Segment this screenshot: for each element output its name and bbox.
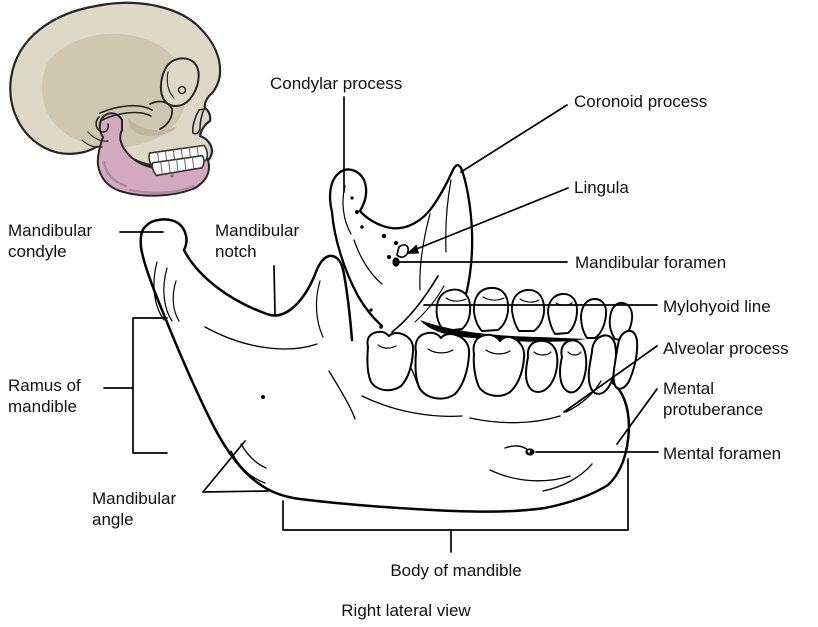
notch-echo-line	[204, 326, 318, 350]
label-lingula: Lingula	[574, 178, 629, 197]
label-ramus-of-mandible: Ramus of mandible	[8, 376, 81, 417]
mandibular-foramen-opening	[392, 257, 400, 267]
mandible-illustration	[139, 164, 639, 513]
skull-cheekbone	[149, 100, 173, 130]
body-of-mandible-bracket	[282, 458, 629, 553]
label-mental-protuberance: Mental protuberance	[663, 379, 764, 420]
skull-lacrimal	[177, 85, 187, 95]
mandibular-angle-pointer	[202, 440, 269, 493]
label-coronoid-process: Coronoid process	[574, 92, 708, 111]
near-mandible-fill	[140, 219, 629, 512]
skull-mastoid-lines	[81, 131, 109, 148]
skull-teeth	[148, 144, 209, 177]
leader-lines	[103, 96, 659, 553]
coronoid-inner-line	[315, 280, 324, 338]
gumline-texture	[361, 380, 602, 424]
mental-foramen-highlight	[527, 450, 531, 453]
label-mandibular-angle: Mandibular angle	[92, 489, 177, 530]
skull-shading-dark	[128, 118, 178, 137]
skull-nasal-aperture	[192, 108, 205, 135]
lingula-leader	[406, 187, 569, 254]
skull-zygomatic-arch	[99, 104, 153, 121]
skull-ear-canal	[95, 116, 109, 133]
skull-mandible-highlight	[96, 112, 210, 197]
alveolar-process-leader	[563, 345, 658, 413]
lingula-shape	[396, 244, 409, 258]
stipple-dots	[350, 196, 398, 329]
near-teeth-row	[366, 329, 639, 400]
skull-orbit-inner	[166, 71, 175, 99]
figure-caption: Right lateral view	[341, 601, 471, 620]
mandibular-notch-leader	[273, 265, 276, 316]
skull-mandible-shade-line	[102, 160, 195, 194]
mylohyoid-ridge	[391, 275, 439, 333]
label-body-of-mandible: Body of mandible	[390, 561, 522, 580]
near-condyle-notch-coronoid-outline	[139, 218, 354, 342]
skull-mandible-dimple	[170, 174, 174, 178]
skull-inset-illustration	[9, 1, 222, 197]
lingula-arrowhead	[406, 244, 419, 254]
skull-shading	[41, 33, 187, 148]
label-mandibular-notch: Mandibular notch	[215, 221, 300, 262]
mental-foramen-ledge	[504, 445, 529, 451]
far-notch-outline	[358, 164, 463, 230]
label-condylar-process: Condylar process	[270, 74, 403, 93]
label-mental-foramen: Mental foramen	[663, 444, 782, 463]
ramus-texture-lines	[153, 261, 180, 322]
ramus-bracket	[103, 317, 168, 454]
far-coronoid-outline	[459, 166, 474, 305]
coronoid-process-leader	[460, 104, 568, 173]
far-condyle-outline	[328, 168, 368, 214]
ramus-dimple-dot	[261, 395, 265, 399]
far-ramus-texture	[342, 179, 452, 291]
far-ramus-posterior-outline	[330, 210, 384, 328]
label-mandibular-condyle: Mandibular condyle	[8, 221, 93, 262]
label-mandibular-foramen: Mandibular foramen	[575, 253, 727, 272]
label-alveolar-process: Alveolar process	[663, 339, 789, 358]
label-mylohyoid-line: Mylohyoid line	[663, 297, 771, 316]
mental-protuberance-leader	[616, 388, 658, 445]
